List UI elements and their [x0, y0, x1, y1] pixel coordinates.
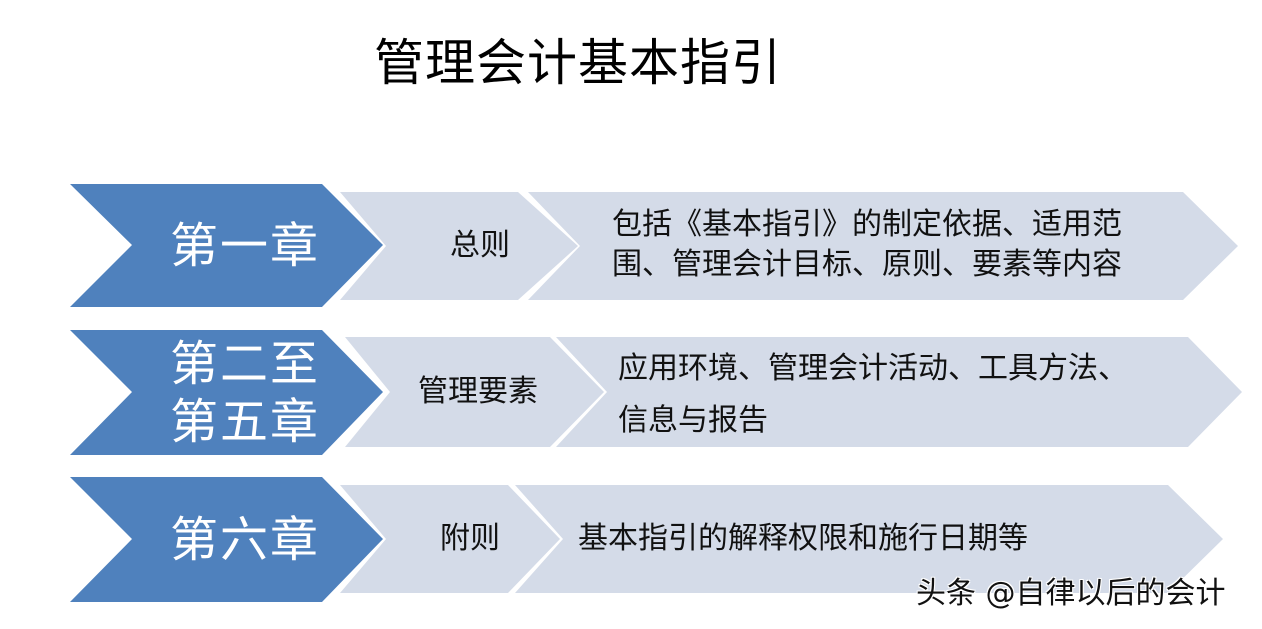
section-label-1: 总则 — [450, 228, 510, 263]
section-label-2: 管理要素 — [418, 374, 538, 409]
section-label-3: 附则 — [440, 521, 500, 556]
description-chevron-3 — [515, 485, 1223, 593]
description-text-1: 包括《基本指引》的制定依据、适用范 围、管理会计目标、原则、要素等内容 — [612, 207, 1122, 282]
chapter-label-1: 第一章 — [169, 217, 320, 274]
chapter-label-3: 第六章 — [169, 511, 320, 568]
description-text-3: 基本指引的解释权限和施行日期等 — [578, 521, 1028, 556]
section-chevron-3 — [340, 485, 560, 593]
page-title: 管理会计基本指引 — [374, 34, 782, 92]
chapter-chevron-1 — [70, 184, 383, 307]
chapter-chevron-2 — [70, 330, 383, 455]
description-text-2: 应用环境、管理会计活动、工具方法、 信息与报告 — [618, 351, 1128, 438]
section-chevron-2 — [345, 337, 604, 447]
watermark: 头条 @自律以后的会计 — [916, 576, 1226, 611]
chapter-label-2: 第二至 第五章 — [169, 335, 320, 450]
description-chevron-1 — [528, 192, 1238, 300]
section-chevron-1 — [340, 192, 578, 300]
chapter-chevron-3 — [70, 477, 383, 602]
description-chevron-2 — [556, 337, 1242, 447]
